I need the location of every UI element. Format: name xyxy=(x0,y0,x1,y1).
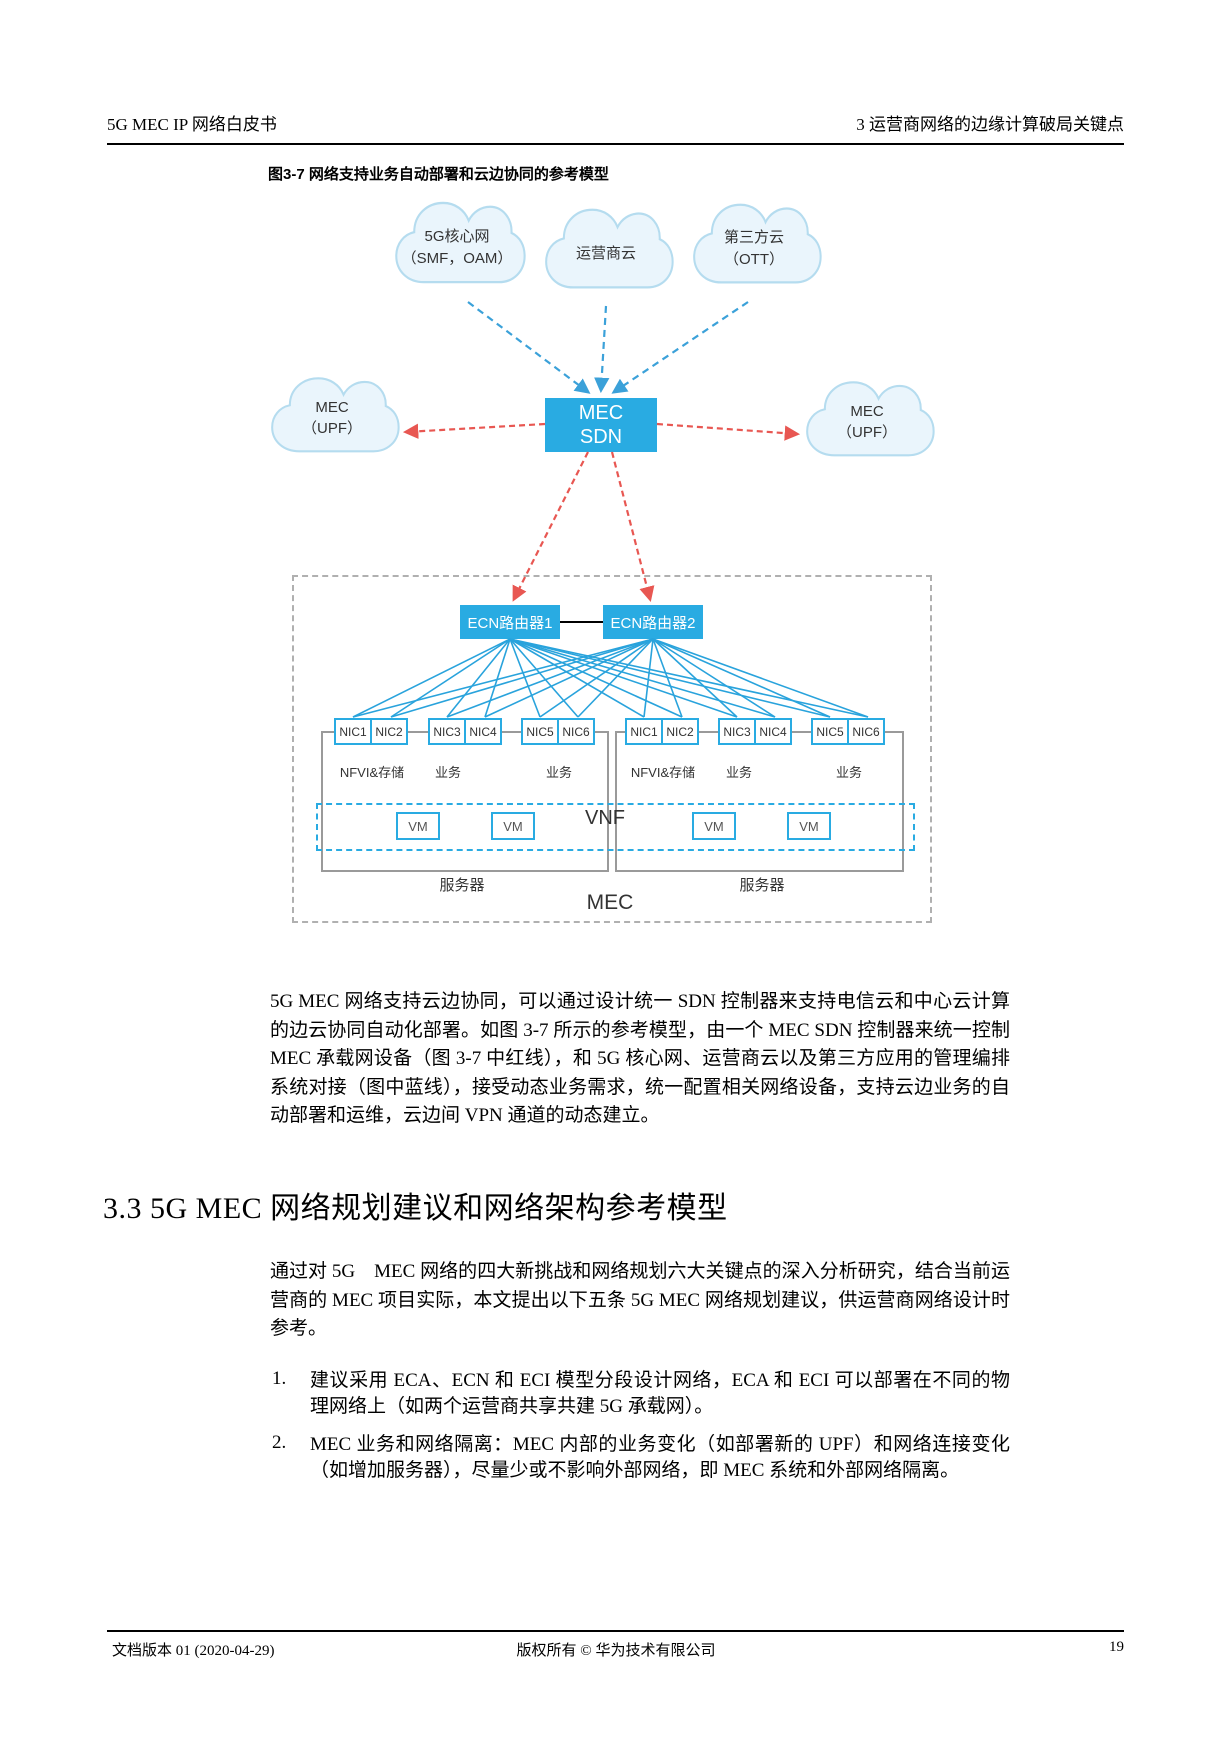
mec-sdn-box: MEC SDN xyxy=(545,398,657,452)
nic-box: NIC4 xyxy=(464,718,502,745)
mec-frame-label: MEC xyxy=(586,891,634,914)
vm-box: VM xyxy=(396,812,440,840)
body-paragraph-2: 通过对 5G MEC 网络的四大新挑战和网络规划六大关键点的深入分析研究，结合当… xyxy=(270,1261,1010,1339)
cloud-label: MEC （UPF） xyxy=(799,376,935,468)
vnf-label: VNF xyxy=(585,807,625,829)
header-divider xyxy=(107,143,1124,145)
nic-box: NIC6 xyxy=(557,718,595,745)
header-left: 5G MEC IP 网络白皮书 xyxy=(107,115,277,134)
cloud-shape-icon xyxy=(693,203,822,284)
list-number: 1. xyxy=(272,1368,287,1389)
cloud-label-line: 运营商云 xyxy=(575,244,636,262)
footer-divider xyxy=(107,1630,1124,1632)
cloud-label: MEC （UPF） xyxy=(264,372,400,464)
nic-box: NIC6 xyxy=(847,718,885,745)
cloud-label-line: MEC xyxy=(315,398,349,416)
ordered-list-item: 1. 建议采用 ECA、ECN 和 ECI 模型分段设计网络，ECA 和 ECI… xyxy=(272,1368,1010,1420)
ecn-router-2: ECN路由器2 xyxy=(603,605,703,639)
cloud-label-line: （SMF，OAM） xyxy=(401,249,513,267)
cloud-label-line: （UPF） xyxy=(836,423,897,441)
cloud-5g-core: 5G核心网 （SMF，OAM） xyxy=(388,196,526,296)
cloud-label-line: MEC xyxy=(850,402,884,420)
nic-box: NIC3 xyxy=(718,718,756,745)
vnf-box xyxy=(316,803,915,851)
cloud-label-line: 第三方云 xyxy=(723,228,784,246)
server-section-label: 业务 xyxy=(725,765,752,780)
cloud-label: 第三方云 （OTT） xyxy=(686,198,822,296)
nic-box: NIC2 xyxy=(370,718,408,745)
list-number: 2. xyxy=(272,1432,287,1453)
cloud-mec-upf-right: MEC （UPF） xyxy=(799,376,935,468)
cloud-label-line: （UPF） xyxy=(301,419,362,437)
ecn-router-1: ECN路由器1 xyxy=(460,605,560,639)
cloud-label: 5G核心网 （SMF，OAM） xyxy=(388,196,526,296)
section-heading: 3.3 5G MEC 网络规划建议和网络架构参考模型 xyxy=(103,1192,728,1225)
nic-box: NIC3 xyxy=(428,718,466,745)
body-paragraph-1: 5G MEC 网络支持云边协同，可以通过设计统一 SDN 控制器来支持电信云和中… xyxy=(270,991,1010,1126)
vm-box: VM xyxy=(692,812,736,840)
router-label: ECN路由器2 xyxy=(610,614,696,632)
server-name-label: 服务器 xyxy=(739,877,785,894)
cloud-label: 运营商云 xyxy=(538,203,674,301)
cloud-shape-icon xyxy=(395,201,526,284)
nic-pair: NIC1 NIC2 xyxy=(334,718,408,745)
footer-version: 文档版本 01 (2020-04-29) xyxy=(112,1643,275,1659)
footer-page-number: 19 xyxy=(1109,1639,1124,1655)
cloud-shape-icon xyxy=(545,208,674,289)
figure-caption: 图3-7 网络支持业务自动部署和云边协同的参考模型 xyxy=(268,166,609,183)
vm-box: VM xyxy=(787,812,831,840)
nic-box: NIC4 xyxy=(754,718,792,745)
ordered-list-item: 2. MEC 业务和网络隔离：MEC 内部的业务变化（如部署新的 UPF）和网络… xyxy=(272,1432,1010,1484)
nic-pair: NIC5 NIC6 xyxy=(811,718,885,745)
list-item-text: 建议采用 ECA、ECN 和 ECI 模型分段设计网络，ECA 和 ECI 可以… xyxy=(310,1370,1010,1417)
list-item-text: MEC 业务和网络隔离：MEC 内部的业务变化（如部署新的 UPF）和网络连接变… xyxy=(310,1434,1010,1481)
nic-pair: NIC3 NIC4 xyxy=(428,718,502,745)
nic-box: NIC5 xyxy=(811,718,849,745)
cloud-label-line: （OTT） xyxy=(724,250,784,268)
cloud-shape-icon xyxy=(806,381,935,457)
vm-box: VM xyxy=(491,812,535,840)
cloud-operator: 运营商云 xyxy=(538,203,674,301)
mec-sdn-line: MEC xyxy=(578,402,624,424)
header-right: 3 运营商网络的边缘计算破局关键点 xyxy=(856,115,1124,134)
server-section-label: 业务 xyxy=(545,765,572,780)
nic-pair: NIC5 NIC6 xyxy=(521,718,595,745)
server-section-label: NFVI&存储 xyxy=(630,765,696,780)
nic-box: NIC1 xyxy=(334,718,372,745)
nic-box: NIC5 xyxy=(521,718,559,745)
cloud-label-line: 5G核心网 xyxy=(424,227,490,245)
server-name-label: 服务器 xyxy=(439,877,485,894)
cloud-third-party: 第三方云 （OTT） xyxy=(686,198,822,296)
server-section-label: 业务 xyxy=(835,765,862,780)
footer-copyright: 版权所有 © 华为技术有限公司 xyxy=(516,1643,716,1659)
cloud-shape-icon xyxy=(271,377,400,453)
cloud-mec-upf-left: MEC （UPF） xyxy=(264,372,400,464)
router-label: ECN路由器1 xyxy=(467,614,553,632)
nic-pair: NIC1 NIC2 xyxy=(625,718,699,745)
server-section-label: NFVI&存储 xyxy=(339,765,405,780)
nic-box: NIC2 xyxy=(661,718,699,745)
server-section-label: 业务 xyxy=(434,765,461,780)
nic-pair: NIC3 NIC4 xyxy=(718,718,792,745)
mec-sdn-line: SDN xyxy=(579,426,623,448)
nic-box: NIC1 xyxy=(625,718,663,745)
